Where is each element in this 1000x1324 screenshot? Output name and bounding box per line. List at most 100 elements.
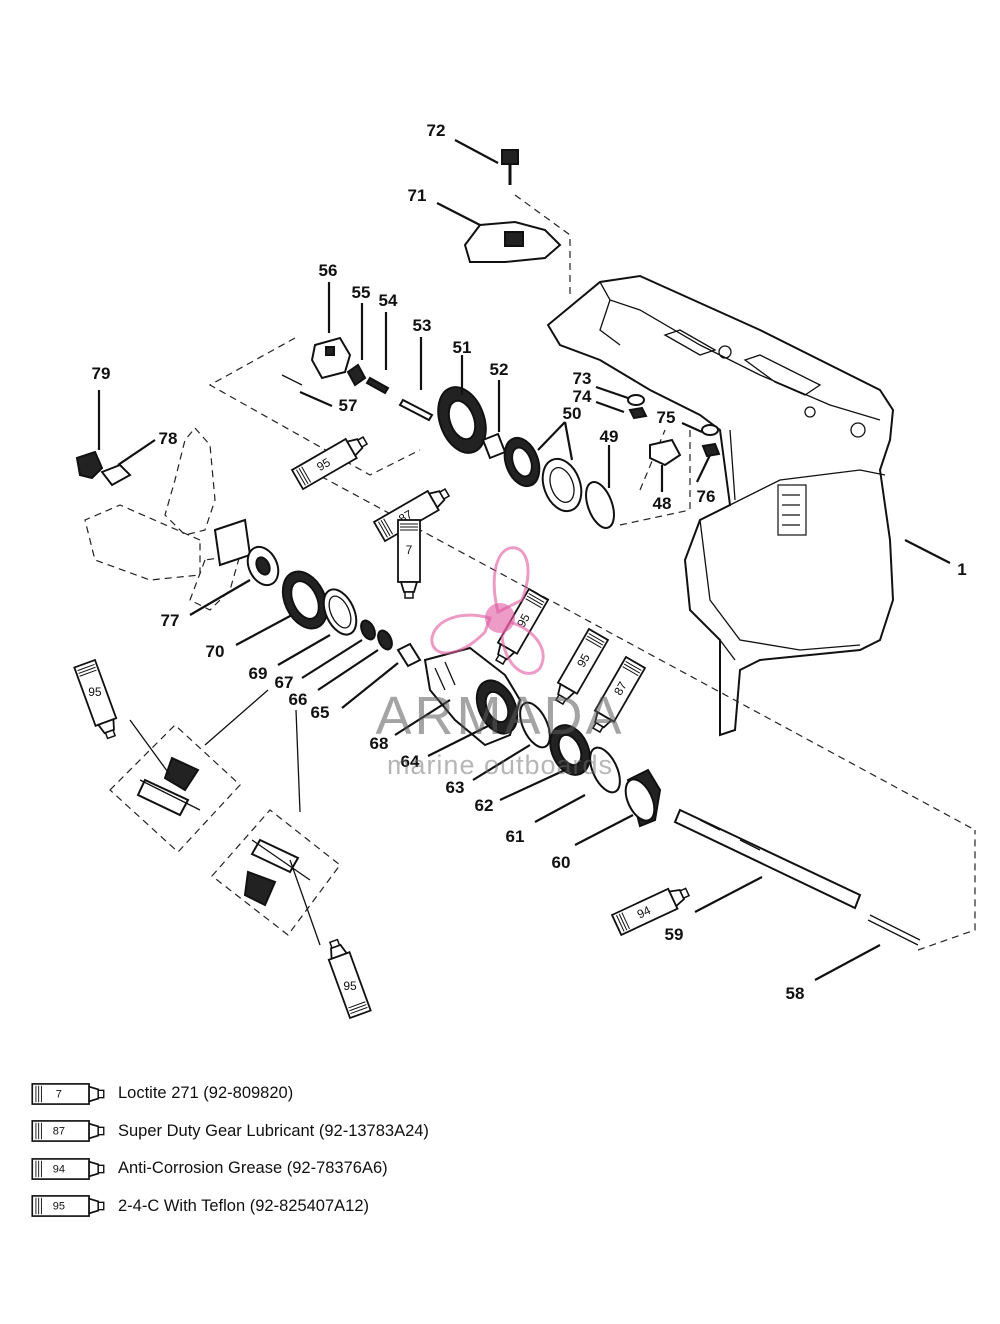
- detent-pin: [365, 376, 390, 395]
- forward-gear: [437, 386, 487, 454]
- part-number-66: 66: [289, 690, 308, 709]
- part-number-53: 53: [413, 316, 432, 335]
- legend-row: 95 2-4-C With Teflon (92-825407A12): [30, 1188, 630, 1226]
- propeller-nut: [75, 450, 104, 480]
- svg-text:95: 95: [88, 685, 102, 699]
- lubricant-legend: 7 Loctite 271 (92-809820) 87 Super Duty …: [30, 1075, 630, 1225]
- detail-box-1: [109, 724, 241, 853]
- svg-text:95: 95: [574, 651, 593, 670]
- forward-bearing: [503, 436, 541, 488]
- lubricant-tube-94: 94: [611, 881, 693, 936]
- forward-bearing-race: [481, 432, 507, 460]
- tube-icon: 7: [31, 1082, 105, 1105]
- lubricant-tube-95: 95: [291, 430, 372, 490]
- detail-box-2: [211, 809, 341, 936]
- oil-seal-inner: [377, 629, 393, 651]
- shift-cover: [649, 438, 682, 467]
- svg-text:94: 94: [53, 1163, 65, 1175]
- part-number-54: 54: [379, 291, 398, 310]
- part-number-72: 72: [427, 121, 446, 140]
- part-number-1: 1: [957, 560, 966, 579]
- part-number-74: 74: [573, 387, 592, 406]
- part-numbers: 72 71 56 55 54 53 51 52 73 74 75 50 49 7…: [92, 121, 967, 1003]
- propeller-outline: [84, 427, 252, 611]
- tapered-bearing: [549, 724, 591, 776]
- part-number-64: 64: [401, 752, 420, 771]
- legend-text: 2-4-C With Teflon (92-825407A12): [118, 1196, 369, 1215]
- gear-housing: [546, 274, 895, 737]
- part-number-78: 78: [159, 429, 178, 448]
- legend-row: 87 Super Duty Gear Lubricant (92-13783A2…: [30, 1113, 630, 1151]
- part-number-65: 65: [311, 703, 330, 722]
- shaft-spring: [867, 914, 921, 946]
- forward-shim: [585, 481, 615, 529]
- svg-text:87: 87: [611, 679, 630, 698]
- part-number-70: 70: [206, 642, 225, 661]
- part-number-48: 48: [653, 494, 672, 513]
- part-number-67: 67: [275, 673, 294, 692]
- thrust-washer: [589, 746, 621, 794]
- lubricant-tube-87: 87: [586, 656, 646, 737]
- svg-text:7: 7: [406, 543, 413, 557]
- part-number-77: 77: [161, 611, 180, 630]
- oil-seal-outer: [360, 619, 376, 641]
- tube-icon: 94: [31, 1157, 105, 1180]
- needle-bearing: [396, 642, 422, 668]
- part-number-68: 68: [370, 734, 389, 753]
- lubricant-tube-7: 7: [397, 519, 421, 599]
- nut-76: [701, 442, 721, 458]
- svg-text:87: 87: [53, 1126, 65, 1138]
- propeller-shaft: [673, 808, 862, 910]
- svg-text:95: 95: [314, 455, 333, 474]
- part-number-60: 60: [552, 853, 571, 872]
- part-number-71: 71: [408, 186, 427, 205]
- cross-pin-retainer: [346, 363, 367, 387]
- part-number-73: 73: [573, 369, 592, 388]
- part-number-63: 63: [446, 778, 465, 797]
- legend-row: 94 Anti-Corrosion Grease (92-78376A6): [30, 1150, 630, 1188]
- legend-row: 7 Loctite 271 (92-809820): [30, 1075, 630, 1113]
- tube-icon: 87: [31, 1120, 105, 1143]
- reverse-gear: [624, 768, 662, 828]
- cam-follower: [398, 398, 434, 422]
- anodic-plate: [463, 220, 562, 263]
- part-number-51: 51: [453, 338, 472, 357]
- part-number-50: 50: [563, 404, 582, 423]
- tab-washer: [100, 463, 132, 487]
- part-number-52: 52: [490, 360, 509, 379]
- part-number-61: 61: [506, 827, 525, 846]
- part-number-59: 59: [665, 925, 684, 944]
- svg-text:7: 7: [56, 1088, 62, 1100]
- bearing-carrier: [423, 646, 522, 747]
- part-number-75: 75: [657, 408, 676, 427]
- part-number-69: 69: [249, 664, 268, 683]
- leader-lines: [97, 139, 951, 981]
- tube-icon: 95: [31, 1195, 105, 1218]
- thrust-hub: [246, 545, 280, 587]
- lubricant-tube-95: 95: [322, 936, 372, 1019]
- part-number-56: 56: [319, 261, 338, 280]
- legend-text: Super Duty Gear Lubricant (92-13783A24): [118, 1121, 429, 1140]
- washer-75: [701, 424, 719, 436]
- part-number-76: 76: [697, 487, 716, 506]
- lubricant-tube-95: 95: [73, 659, 123, 742]
- part-number-62: 62: [475, 796, 494, 815]
- part-number-57: 57: [339, 396, 358, 415]
- part-number-79: 79: [92, 364, 111, 383]
- part-number-55: 55: [352, 283, 371, 302]
- mounting-screw: [501, 149, 519, 185]
- lock-ring: [322, 588, 358, 636]
- bearing-cup: [541, 457, 583, 513]
- svg-text:95: 95: [53, 1201, 65, 1213]
- part-number-49: 49: [600, 427, 619, 446]
- nut-74: [628, 406, 648, 420]
- washer-73: [627, 394, 645, 406]
- lubricant-tube-95: 95: [549, 628, 609, 709]
- carrier-o-ring: [519, 701, 551, 749]
- svg-text:94: 94: [635, 903, 653, 921]
- splined-cone: [281, 570, 329, 630]
- legend-text: Anti-Corrosion Grease (92-78376A6): [118, 1159, 388, 1178]
- part-number-58: 58: [786, 984, 805, 1003]
- sliding-clutch: [310, 336, 352, 380]
